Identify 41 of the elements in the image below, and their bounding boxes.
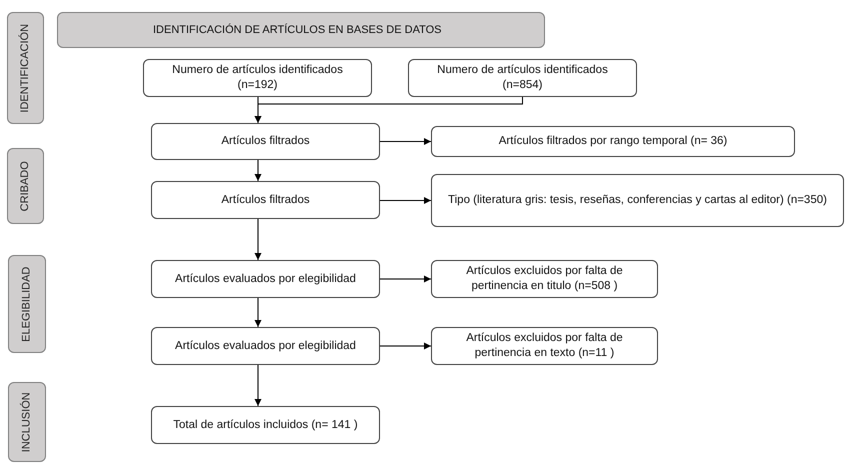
process-box [408,59,637,97]
box-text: Numero de artículos identificados (n=854) [436,63,609,93]
process-box [151,406,380,444]
box-text: Total de artículos incluidos (n= 141 ) [173,418,358,432]
box-text: Artículos excluidos por falta de pertinencia en texto (n=11 ) [465,331,624,361]
phase-tab [8,382,46,462]
process-box [151,181,380,219]
process-box [151,260,380,298]
header-bar [57,12,545,48]
arrow [380,276,432,282]
process-box [151,327,380,365]
process-box [143,59,372,97]
box-text: Artículos evaluados por elegibilidad [175,338,356,354]
process-box [431,260,658,298]
box-text: Artículos filtrados [221,192,310,208]
process-box [431,174,844,227]
phase-tab [7,12,44,124]
phase-label: INCLUSIÓN [19,392,34,452]
box-text: Tipo (literatura gris: tesis, reseñas, conferencias y cartas al editor) (n=350) [448,193,827,208]
box-text: Numero de artículos identificados (n=192) [171,63,344,93]
process-box [431,126,795,157]
arrow [254,364,262,406]
phase-label: ELEGIBILIDAD [20,266,34,342]
box-text: Artículos filtrados [221,134,310,149]
phase-tab [8,255,46,353]
process-box [151,123,380,160]
box-text: Artículos evaluados por elegibilidad [175,272,356,286]
arrow [254,218,262,260]
header-title: IDENTIFICACIÓN DE ARTÍCULOS EN BASES DE DATOS [153,22,442,38]
process-box [431,327,658,365]
phase-label: CRIBADO [18,160,32,212]
arrow [380,197,432,204]
arrow [380,342,432,350]
arrow [254,298,262,328]
box-text: Artículos filtrados por rango temporal (n= 36) [498,134,728,149]
box-text: Artículos excluidos por falta de pertinencia en titulo (n=508 ) [465,264,624,294]
arrow [380,138,432,145]
phase-tab [7,148,44,224]
phase-label: IDENTIFICACIÓN [18,24,32,112]
arrow [254,160,262,182]
arrow [254,96,523,124]
